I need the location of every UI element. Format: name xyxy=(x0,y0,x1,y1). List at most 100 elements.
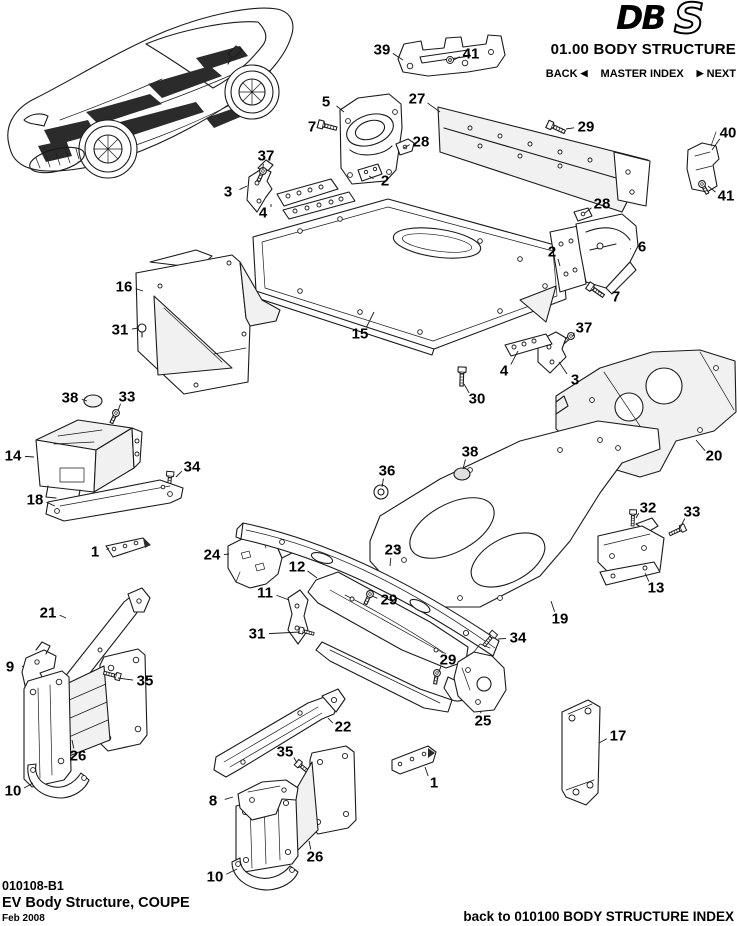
leader-line-2 xyxy=(557,258,561,267)
leader-line-22 xyxy=(327,717,334,724)
leader-line-1 xyxy=(424,766,429,777)
leader-line-41 xyxy=(707,185,716,193)
callout-3: 3 xyxy=(224,184,232,201)
leader-line-29 xyxy=(371,595,378,599)
leader-line-12 xyxy=(307,570,318,579)
leader-line-39 xyxy=(392,53,404,61)
back-to-index-link[interactable]: back to 010100 BODY STRUCTURE INDEX xyxy=(463,909,734,924)
nav-next[interactable]: ▶ NEXT xyxy=(696,68,736,80)
part-strap-10-center xyxy=(231,857,299,891)
leader-line-17 xyxy=(598,738,607,744)
callout-28: 28 xyxy=(594,196,611,213)
leader-line-2 xyxy=(368,175,374,180)
leader-line-35 xyxy=(117,677,134,681)
part-bracket-25 xyxy=(453,643,507,713)
callout-22: 22 xyxy=(335,719,352,736)
callout-34: 34 xyxy=(510,630,527,647)
part-washer-36 xyxy=(373,484,389,500)
leader-line-4 xyxy=(510,350,519,365)
callout-26: 26 xyxy=(307,849,324,866)
leader-line-41 xyxy=(453,56,460,61)
leader-line-34 xyxy=(175,470,183,478)
car-illustration xyxy=(7,7,294,179)
leader-line-10 xyxy=(23,782,34,789)
callout-12: 12 xyxy=(289,559,306,576)
page-title: 01.00 BODY STRUCTURE xyxy=(550,41,736,58)
part-bracket-6 xyxy=(575,213,639,295)
callout-28: 28 xyxy=(413,134,430,151)
callout-4: 4 xyxy=(500,363,509,380)
leader-line-11 xyxy=(276,594,290,601)
leader-line-33 xyxy=(679,518,686,529)
leader-line-13 xyxy=(644,572,650,582)
callout-32: 32 xyxy=(640,500,657,517)
callout-13: 13 xyxy=(648,580,665,597)
part-undertray-19 xyxy=(369,420,661,608)
callout-37: 37 xyxy=(576,320,593,337)
callout-24: 24 xyxy=(204,547,221,564)
screw-33-left xyxy=(107,407,122,425)
part-bracket-18 xyxy=(45,479,184,522)
callout-2: 2 xyxy=(548,244,556,261)
leader-line-26 xyxy=(308,840,312,850)
part-brace-12 xyxy=(307,571,469,669)
part-plate-2-top xyxy=(357,163,383,182)
part-plate-1-right xyxy=(391,745,437,775)
nav-master-index[interactable]: MASTER INDEX xyxy=(600,68,684,80)
bolt-29-top xyxy=(545,119,567,137)
callout-25: 25 xyxy=(475,713,492,730)
callout-10: 10 xyxy=(207,869,224,886)
leader-line-26 xyxy=(71,739,75,749)
callout-6: 6 xyxy=(638,239,646,256)
leader-line-40 xyxy=(711,138,721,151)
part-bracket-39 xyxy=(397,34,506,77)
part-bracket-13 xyxy=(597,517,665,586)
header-nav: BACK ◀ MASTER INDEX ▶ NEXT xyxy=(546,68,736,80)
bolt-7-left xyxy=(316,119,339,134)
part-grommet-38-right xyxy=(453,467,471,481)
callout-17: 17 xyxy=(610,728,627,745)
callout-8: 8 xyxy=(209,793,217,810)
callout-4: 4 xyxy=(259,205,268,222)
leader-line-24 xyxy=(223,553,230,555)
part-plate-4-left xyxy=(276,178,339,207)
callout-38: 38 xyxy=(62,390,79,407)
leader-line-31 xyxy=(131,327,139,330)
leader-line-21 xyxy=(59,614,67,619)
callout-2: 2 xyxy=(381,173,389,190)
callout-36: 36 xyxy=(379,463,396,480)
part-rail-22 xyxy=(213,688,346,778)
callout-9: 9 xyxy=(6,659,14,676)
leader-line-16 xyxy=(135,288,144,292)
callout-31: 31 xyxy=(112,322,129,339)
callout-35: 35 xyxy=(137,673,154,690)
part-bracket-8 xyxy=(237,779,299,821)
left-arrow-icon: ◀ xyxy=(580,68,588,78)
callout-14: 14 xyxy=(5,448,22,465)
callout-34: 34 xyxy=(184,459,201,476)
part-strap-17 xyxy=(561,699,601,806)
callout-15: 15 xyxy=(352,326,369,343)
leader-line-38 xyxy=(81,398,88,402)
leader-line-7 xyxy=(597,290,605,295)
header: DB S 01.00 BODY STRUCTURE BACK ◀ MASTER … xyxy=(546,0,736,80)
part-bracket-11 xyxy=(287,589,309,645)
leader-line-34 xyxy=(497,637,507,640)
callout-39: 39 xyxy=(374,42,391,59)
part-rail-27 xyxy=(437,106,651,213)
callout-31: 31 xyxy=(249,626,266,643)
leader-line-18 xyxy=(46,501,56,507)
callout-7: 7 xyxy=(308,119,316,136)
part-grommet-38-left xyxy=(83,394,103,408)
callout-30: 30 xyxy=(469,391,486,408)
leader-line-28 xyxy=(403,144,410,149)
part-plate-1-left xyxy=(105,537,151,558)
callout-29: 29 xyxy=(381,592,398,609)
callout-33: 33 xyxy=(684,504,701,521)
part-crush-can-26-left xyxy=(23,648,148,788)
leader-line-28 xyxy=(584,207,592,214)
callout-29: 29 xyxy=(578,119,595,136)
nav-back[interactable]: BACK ◀ xyxy=(545,68,588,80)
doc-number: 010108-B1 xyxy=(2,878,64,893)
leader-line-29 xyxy=(438,666,442,673)
